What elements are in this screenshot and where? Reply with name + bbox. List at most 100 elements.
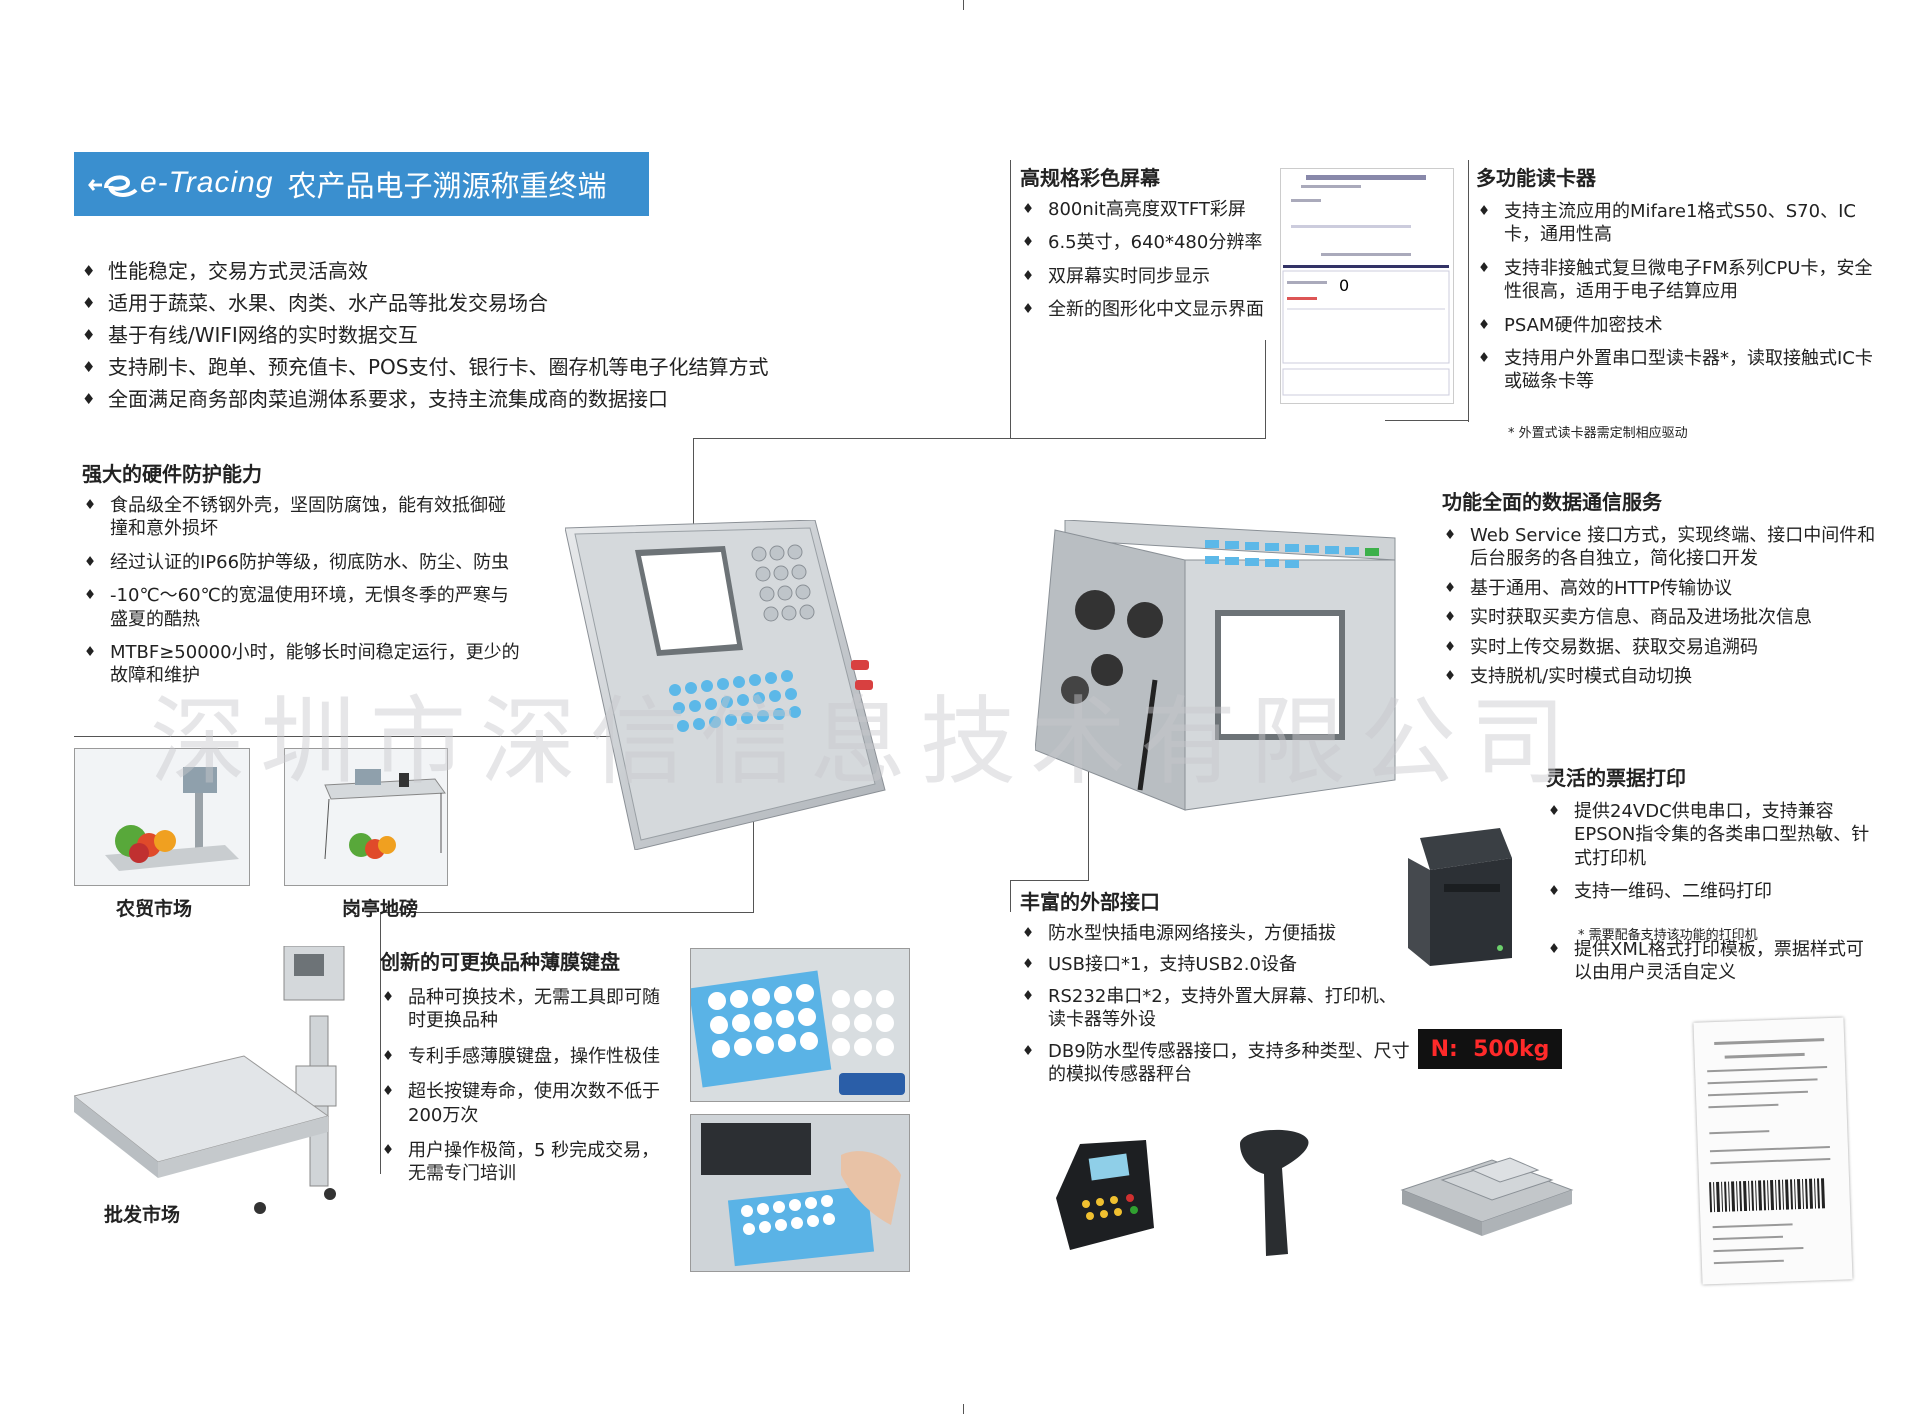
etracing-logo: e-Tracing	[88, 166, 273, 201]
screen-ui-mockup: 0	[1280, 168, 1454, 404]
interfaces-bullet: 防水型快插电源网络接头，方便插拔	[1020, 922, 1410, 946]
card-reader-bullet-list: 支持主流应用的Mifare1格式S50、S70、IC卡，通用性高 支持非接触式复…	[1476, 200, 1876, 394]
terminal-rear-drawing	[1034, 519, 1396, 811]
card-reader-bullet: 支持用户外置串口型读卡器*，读取接触式IC卡或磁条卡等	[1476, 347, 1876, 394]
scene-wholesale-drawing	[72, 945, 345, 1214]
scene-photo-market	[74, 748, 250, 886]
terminal-front-drawing	[564, 519, 886, 851]
printing-section-title: 灵活的票据打印	[1546, 766, 1686, 790]
connector-line	[380, 912, 754, 913]
keyboard-bullet: 用户操作极简，5 秒完成交易，无需专门培训	[380, 1139, 670, 1186]
intro-bullet-list: 性能稳定，交易方式灵活高效 适用于蔬菜、水果、肉类、水产品等批发交易场合 基于有…	[80, 258, 940, 412]
display-bullet: 800nit高亮度双TFT彩屏	[1020, 198, 1270, 222]
interfaces-bullet: DB9防水型传感器接口，支持多种类型、尺寸的模拟传感器秤台	[1020, 1040, 1410, 1087]
intro-bullet: 基于有线/WIFI网络的实时数据交互	[80, 322, 940, 348]
data-comm-bullet: 实时上传交易数据、获取交易追溯码	[1442, 636, 1880, 660]
data-comm-bullet: 支持脱机/实时模式自动切换	[1442, 665, 1880, 689]
scene-photo-wholesale	[72, 945, 374, 1226]
scale-platforms-image	[1392, 1150, 1582, 1250]
printing-bullet: 支持一维码、二维码打印	[1546, 880, 1880, 904]
connector-line	[1088, 755, 1089, 880]
receipt-drawing	[1707, 1038, 1831, 1265]
connector-line	[1010, 160, 1011, 439]
keyboard-replace-drawing	[701, 1123, 901, 1267]
etracing-logo-icon	[88, 174, 138, 197]
card-reader-bullet: PSAM硬件加密技术	[1476, 314, 1876, 338]
keyboard-bullet: 品种可换技术，无需工具即可随时更换品种	[380, 986, 670, 1033]
hardware-section-title: 强大的硬件防护能力	[82, 462, 262, 486]
connector-line	[693, 438, 1011, 439]
crop-mark-bottom	[963, 1404, 964, 1414]
connector-line	[1265, 340, 1266, 439]
interfaces-bullet: USB接口*1，支持USB2.0设备	[1020, 953, 1410, 977]
barcode-scanner-drawing	[1240, 1129, 1309, 1256]
barcode-scanner-image	[1230, 1124, 1320, 1264]
keyboard-section-title: 创新的可更换品种薄膜键盘	[380, 950, 620, 974]
connector-line	[753, 760, 754, 912]
display-bullet: 全新的图形化中文显示界面	[1020, 298, 1270, 322]
pos-terminal-image	[1050, 1138, 1160, 1258]
pos-terminal-drawing	[1056, 1140, 1154, 1250]
card-reader-note: * 外置式读卡器需定制相应驱动	[1508, 426, 1688, 441]
logo-text: e-Tracing	[140, 166, 274, 200]
connector-line	[1385, 420, 1468, 421]
terminal-front-image	[564, 519, 905, 851]
crop-mark-top	[963, 0, 964, 10]
hardware-bullet-list: 食品级全不锈钢外壳，坚固防腐蚀，能有效抵御碰撞和意外损坏 经过认证的IP66防护…	[82, 494, 522, 688]
printing-bullet: 提供24VDC供电串口，支持兼容EPSON指令集的各类串口型热敏、针式打印机	[1546, 800, 1880, 870]
connector-line	[1010, 880, 1011, 912]
terminal-rear-image	[1034, 519, 1405, 820]
hardware-bullet: 食品级全不锈钢外壳，坚固防腐蚀，能有效抵御碰撞和意外损坏	[82, 494, 522, 541]
keyboard-membrane-drawing	[688, 970, 905, 1095]
title-banner: e-Tracing 农产品电子溯源称重终端	[74, 152, 649, 216]
interfaces-bullet: RS232串口*2，支持外置大屏幕、打印机、读卡器等外设	[1020, 985, 1410, 1032]
data-comm-section-title: 功能全面的数据通信服务	[1442, 490, 1662, 514]
keyboard-photo-replace	[690, 1114, 910, 1272]
printer-image	[1400, 828, 1520, 968]
interfaces-bullet-list: 防水型快插电源网络接头，方便插拔 USB接口*1，支持USB2.0设备 RS23…	[1020, 922, 1410, 1086]
connector-line	[380, 912, 381, 1174]
printer-drawing	[1408, 828, 1512, 966]
company-watermark: 深圳市深信信息技术有限公司	[150, 686, 1580, 798]
keyboard-bullet: 专利手感薄膜键盘，操作性极佳	[380, 1045, 670, 1069]
intro-bullet: 适用于蔬菜、水果、肉类、水产品等批发交易场合	[80, 290, 940, 316]
printing-note: * 需要配备支持该功能的打印机	[1578, 928, 1758, 943]
scale-platforms-drawing	[1400, 1157, 1574, 1236]
hardware-bullet: -10℃～60℃的宽温使用环境，无惧冬季的严寒与盛夏的酷热	[82, 584, 522, 631]
data-comm-bullet-list: Web Service 接口方式，实现终端、接口中间件和后台服务的各自独立，简化…	[1442, 524, 1880, 689]
page-title: 农产品电子溯源称重终端	[287, 169, 607, 203]
divider-hardware	[74, 736, 694, 737]
hardware-bullet: MTBF≥50000小时，能够长时间稳定运行，更少的故障和维护	[82, 641, 522, 688]
screen-ui-drawing: 0	[1282, 175, 1450, 396]
card-reader-bullet: 支持非接触式复旦微电子FM系列CPU卡，安全性很高，适用于电子结算应用	[1476, 257, 1876, 304]
connector-line	[1468, 160, 1469, 422]
keyboard-bullet-list: 品种可换技术，无需工具即可随时更换品种 专利手感薄膜键盘，操作性极佳 超长按键寿…	[380, 986, 670, 1186]
scene-market-drawing	[105, 767, 239, 871]
keyboard-bullet: 超长按键寿命，使用次数不低于200万次	[380, 1080, 670, 1127]
data-comm-bullet: 实时获取买卖方信息、商品及进场批次信息	[1442, 606, 1880, 630]
display-bullet-list: 800nit高亮度双TFT彩屏 6.5英寸，640*480分辨率 双屏幕实时同步…	[1020, 198, 1270, 322]
svg-text:0: 0	[1339, 276, 1349, 295]
intro-bullet: 全面满足商务部肉菜追溯体系要求，支持主流集成商的数据接口	[80, 386, 940, 412]
connector-line	[1010, 438, 1265, 439]
interfaces-section-title: 丰富的外部接口	[1020, 890, 1160, 914]
intro-bullet: 性能稳定，交易方式灵活高效	[80, 258, 940, 284]
card-reader-bullet: 支持主流应用的Mifare1格式S50、S70、IC卡，通用性高	[1476, 200, 1876, 247]
receipt-image	[1693, 1017, 1853, 1285]
display-section-title: 高规格彩色屏幕	[1020, 166, 1160, 190]
printing-bullet-list: 提供24VDC供电串口，支持兼容EPSON指令集的各类串口型热敏、针式打印机 支…	[1546, 800, 1880, 984]
scene-caption-wholesale: 批发市场	[104, 1204, 181, 1226]
scene-caption-booth: 岗亭地磅	[342, 898, 419, 920]
intro-bullet: 支持刷卡、跑单、预充值卡、POS支付、银行卡、圈存机等电子化结算方式	[80, 354, 940, 380]
data-comm-bullet: Web Service 接口方式，实现终端、接口中间件和后台服务的各自独立，简化…	[1442, 524, 1880, 571]
weight-display: N: 500kg	[1418, 1029, 1562, 1069]
scene-photo-booth	[284, 748, 448, 886]
scene-booth-drawing	[324, 769, 446, 860]
data-comm-bullet: 基于通用、高效的HTTP传输协议	[1442, 577, 1880, 601]
display-bullet: 双屏幕实时同步显示	[1020, 265, 1270, 289]
card-reader-section-title: 多功能读卡器	[1476, 166, 1596, 190]
keyboard-photo-membrane	[688, 948, 910, 1102]
scene-caption-market: 农贸市场	[116, 898, 193, 920]
connector-line	[1010, 880, 1089, 881]
display-bullet: 6.5英寸，640*480分辨率	[1020, 231, 1270, 255]
